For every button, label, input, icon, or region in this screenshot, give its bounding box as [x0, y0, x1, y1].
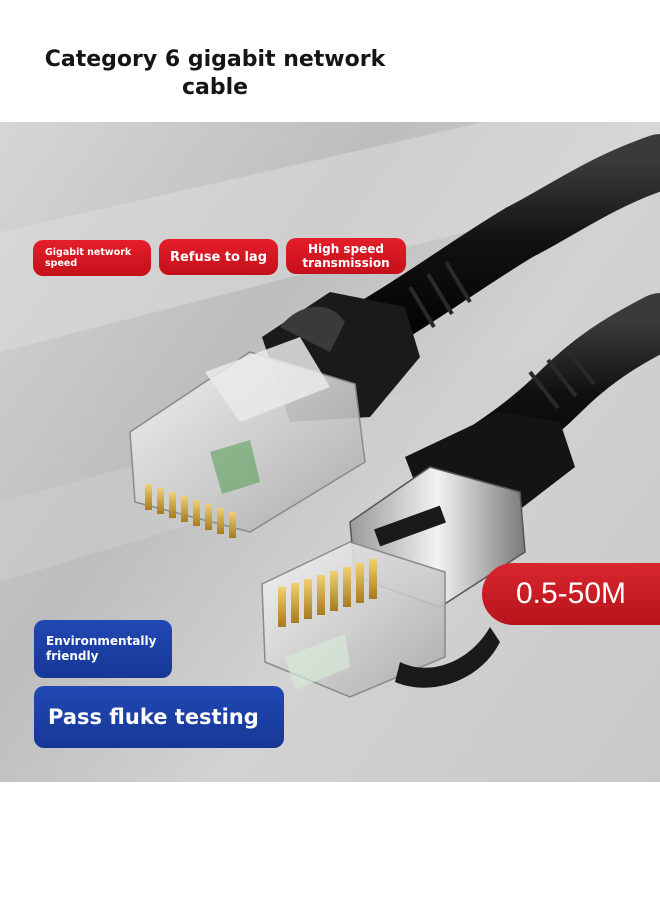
- feature-badge-gigabit-speed: Gigabit network speed: [33, 240, 151, 276]
- product-title: Category 6 gigabit network cable: [44, 47, 386, 100]
- cable-upper: [352, 134, 660, 350]
- product-photo: [0, 122, 660, 782]
- feature-badge-label: Gigabit network speed: [45, 247, 132, 269]
- feature-badge-environmental: Environmentally friendly: [34, 620, 172, 678]
- ethernet-cable-illustration: [0, 122, 660, 698]
- length-range-badge: 0.5-50M: [482, 563, 660, 625]
- feature-badge-refuse-lag: Refuse to lag: [159, 239, 278, 275]
- feature-badge-label: Pass fluke testing: [48, 705, 259, 729]
- feature-badge-label: High speed transmission: [302, 242, 390, 270]
- feature-badge-label: Refuse to lag: [169, 249, 268, 265]
- length-range-label: 0.5-50M: [515, 577, 627, 610]
- feature-badge-high-speed: High speed transmission: [286, 238, 406, 274]
- feature-badge-fluke-testing: Pass fluke testing: [34, 686, 284, 748]
- feature-badge-label: Environmentally friendly: [46, 634, 157, 663]
